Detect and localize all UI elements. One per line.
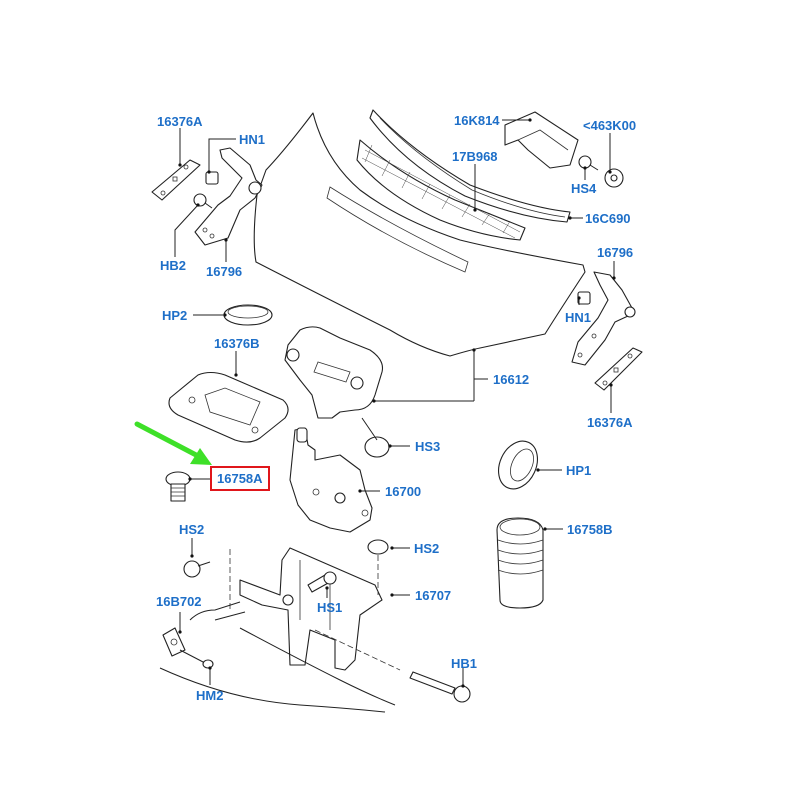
label-cowl-screw[interactable]: HS4 — [571, 181, 597, 196]
label-clip[interactable]: <463K00 — [583, 118, 637, 133]
label-screw-hs2-left[interactable]: HS2 — [179, 522, 205, 537]
hinge-right-part[interactable] — [571, 271, 636, 366]
label-hinge-nut-left[interactable]: HN1 — [239, 132, 266, 147]
label-cowl-end-cap[interactable]: 16K814 — [454, 113, 500, 128]
hood-plug-hp1-part[interactable] — [491, 435, 545, 496]
label-bump-stop-b[interactable]: 16758B — [567, 522, 613, 537]
label-hinge-plate-right[interactable]: 16376A — [587, 415, 633, 430]
hinge-left-part[interactable] — [194, 147, 263, 246]
hood-plug-hp2-part[interactable] — [223, 304, 273, 326]
cowl-seal-part[interactable] — [369, 109, 571, 223]
bump-stop-b-part[interactable] — [496, 517, 544, 609]
hinge-plate-right-part[interactable] — [594, 347, 643, 391]
label-nut-hm2[interactable]: HM2 — [196, 688, 224, 703]
hinge-nut-left-part[interactable] — [205, 171, 219, 185]
label-hinge-plate-left[interactable]: 16376A — [157, 114, 203, 129]
bracket-part[interactable] — [239, 547, 383, 671]
label-hinge-right[interactable]: 16796 — [597, 245, 634, 260]
label-screw-hs1[interactable]: HS1 — [317, 600, 343, 615]
label-release-cable[interactable]: 16B702 — [156, 594, 202, 609]
label-hinge-left[interactable]: 16796 — [206, 264, 243, 279]
label-latch-plate[interactable]: 16376B — [214, 336, 260, 351]
screw-hs3-part[interactable] — [361, 417, 390, 458]
nut-hm2-part[interactable] — [179, 649, 214, 669]
label-cowl-grille[interactable]: 17B968 — [452, 149, 498, 164]
screw-hs2-left-part[interactable] — [183, 549, 231, 610]
cowl-end-cap-part[interactable] — [504, 111, 579, 169]
bolt-hb1-part[interactable] — [314, 629, 471, 703]
latch-part[interactable] — [289, 427, 373, 533]
hood-latch-striker[interactable] — [284, 326, 384, 419]
release-cable-part[interactable] — [159, 601, 396, 713]
label-screw-hs2-right[interactable]: HS2 — [414, 541, 440, 556]
label-latch[interactable]: 16700 — [385, 484, 422, 499]
cowl-grille-part[interactable] — [356, 139, 526, 241]
bump-stop-a-part[interactable] — [165, 471, 191, 502]
clip-part[interactable] — [604, 168, 624, 188]
hood-crease — [326, 186, 469, 273]
label-hinge-bolt-left[interactable]: HB2 — [160, 258, 187, 273]
latch-plate-part[interactable] — [168, 371, 289, 443]
hinge-plate-left-part[interactable] — [151, 159, 201, 201]
label-cowl-seal[interactable]: 16C690 — [585, 211, 631, 226]
screw-hs4-part[interactable] — [578, 155, 599, 171]
screw-hs2-right-part[interactable] — [367, 539, 389, 595]
label-bump-stop-a-highlighted[interactable]: 16758A — [210, 466, 270, 491]
label-bracket[interactable]: 16707 — [415, 588, 452, 603]
label-hood-panel[interactable]: 16612 — [493, 372, 530, 387]
label-hood-plug-hp1[interactable]: HP1 — [566, 463, 592, 478]
highlight-arrow — [134, 421, 212, 465]
cable-clip-part[interactable] — [162, 627, 186, 657]
label-hinge-nut-right[interactable]: HN1 — [565, 310, 592, 325]
label-hood-plug-hp2[interactable]: HP2 — [162, 308, 188, 323]
screw-hs1-part[interactable] — [307, 571, 337, 593]
leader-lines — [174, 118, 616, 688]
label-latch-screw-hs3[interactable]: HS3 — [415, 439, 441, 454]
label-bolt-hb1[interactable]: HB1 — [451, 656, 478, 671]
hinge-bolt-left-part[interactable] — [193, 193, 213, 209]
